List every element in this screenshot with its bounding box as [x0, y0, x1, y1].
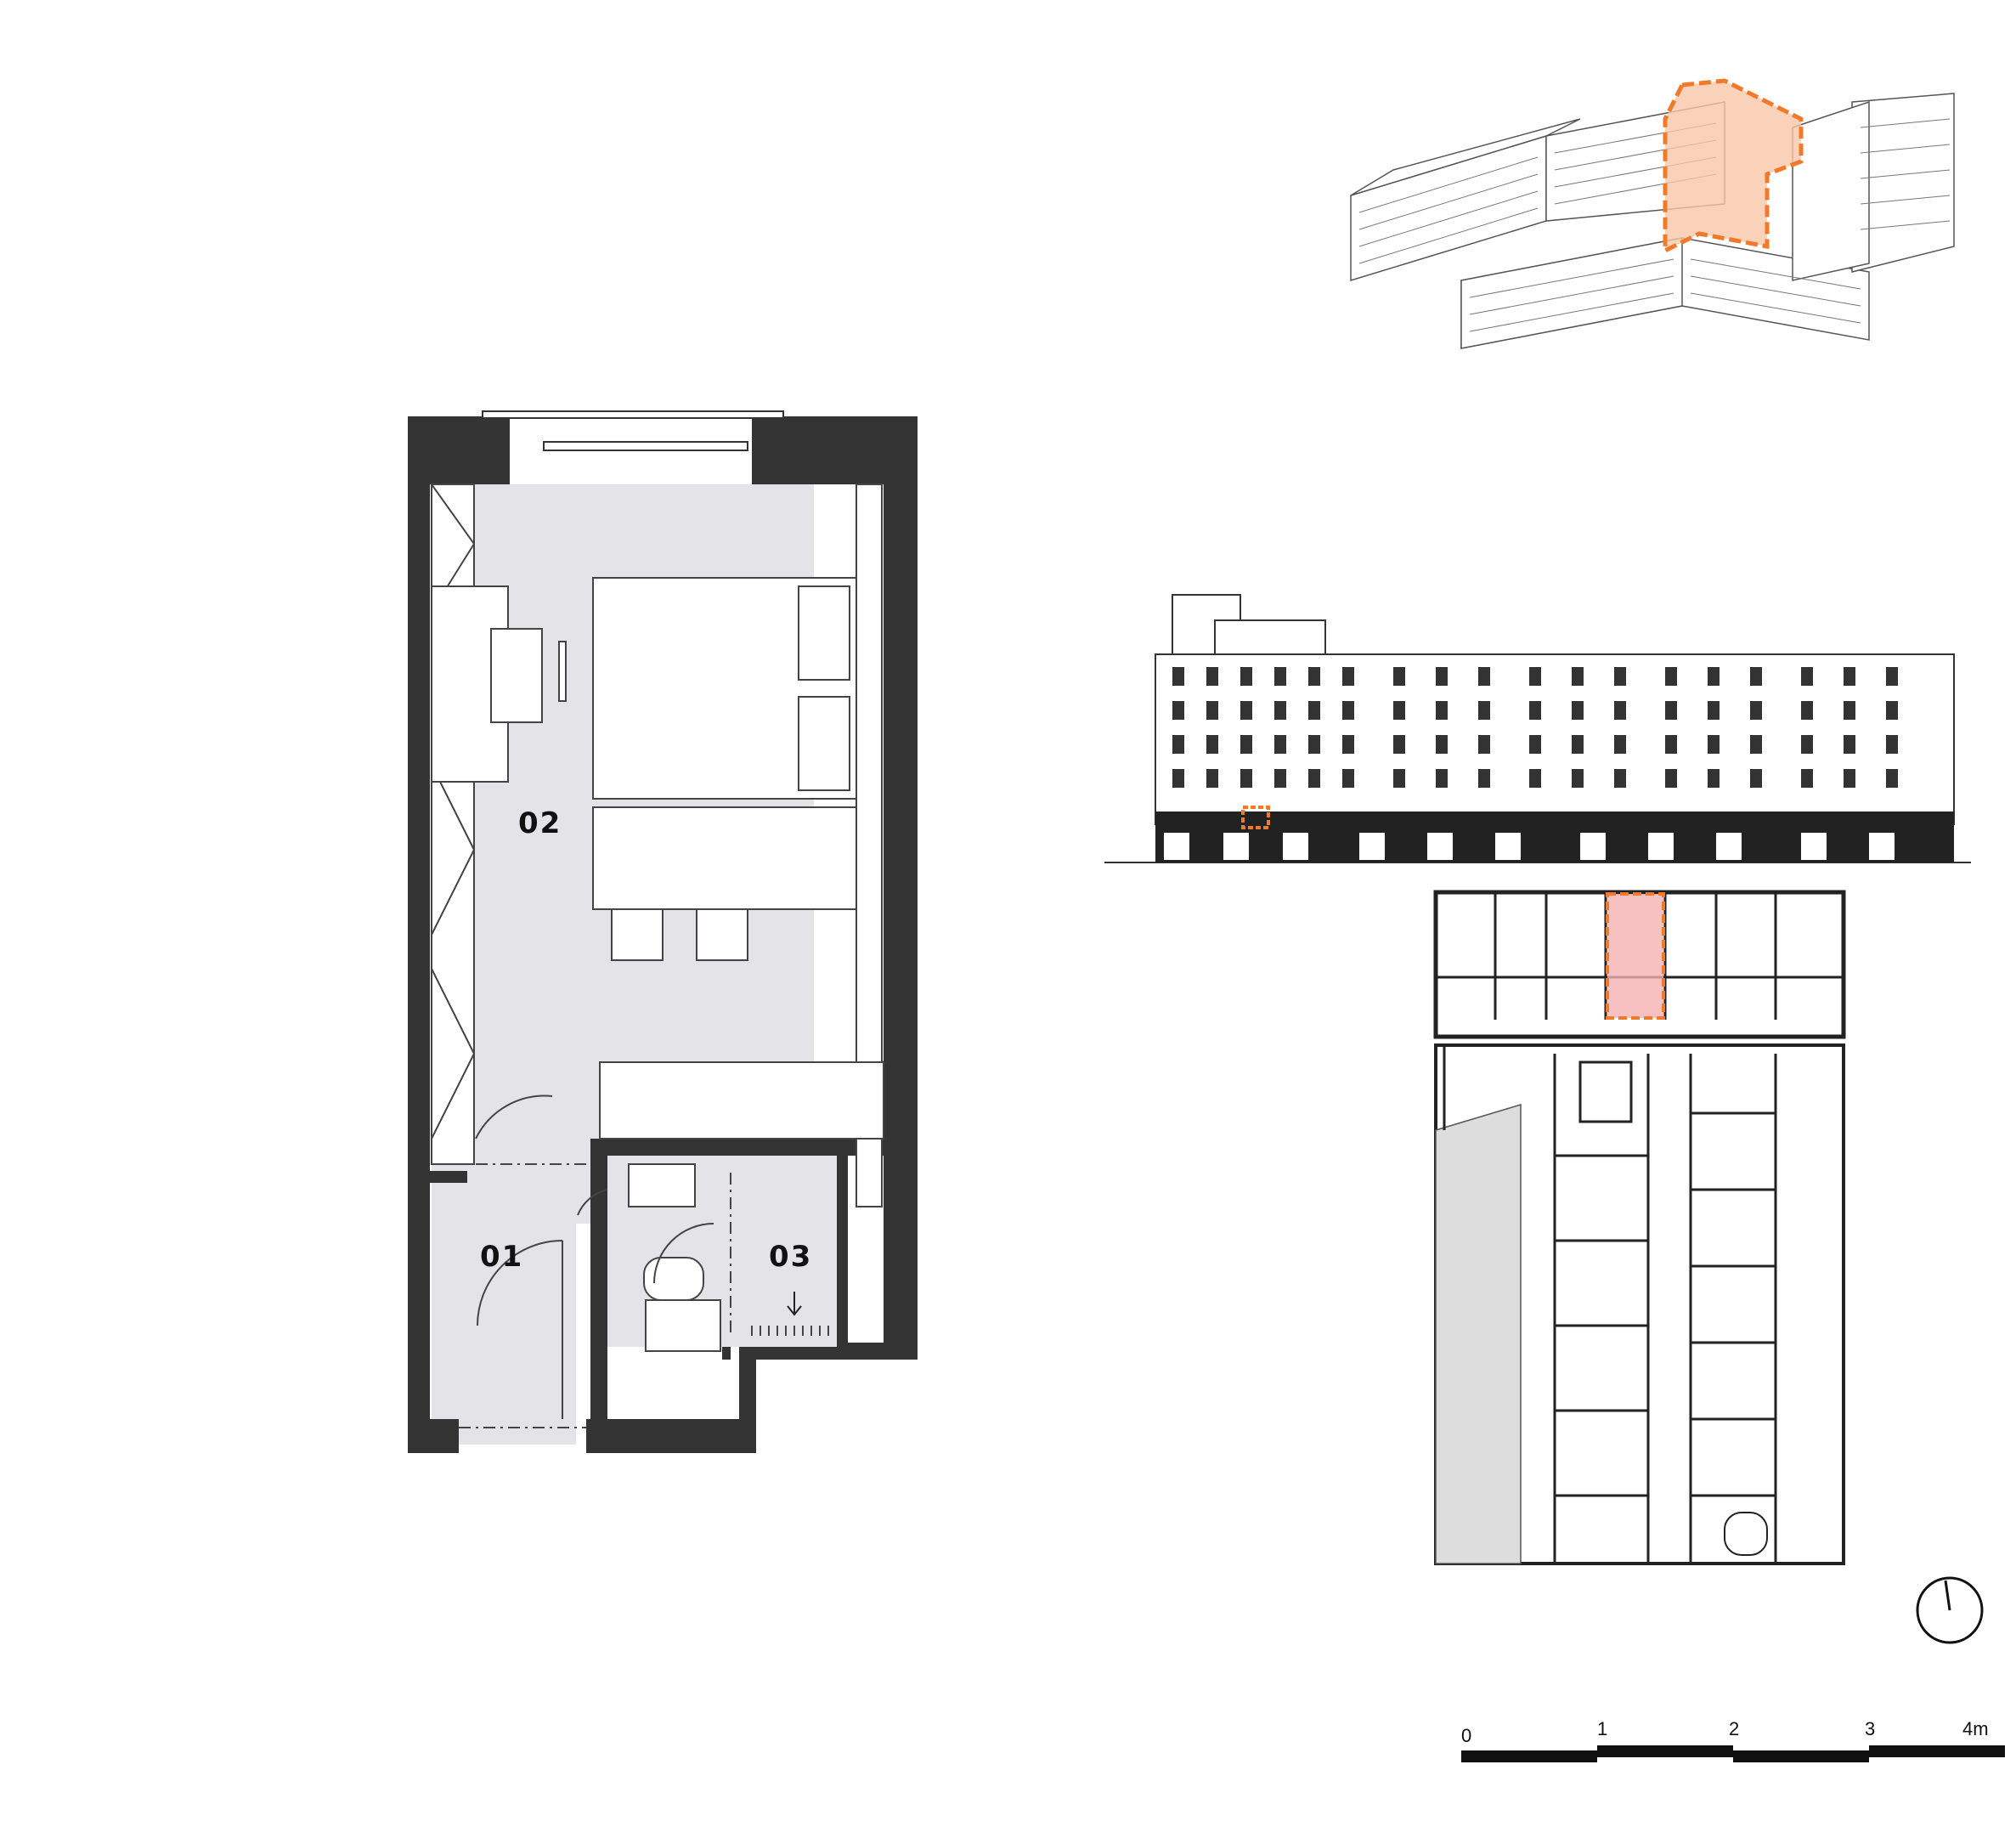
scale-tick-0: 0	[1461, 1725, 1471, 1746]
room-label-entry: 01	[480, 1240, 523, 1274]
hatched-area	[1435, 1103, 1522, 1564]
walls	[408, 416, 918, 1453]
scale-tick-1: 1	[1597, 1718, 1607, 1739]
unit-floor-plan: 01 02 03	[408, 410, 918, 1453]
building-elevation	[1104, 594, 1971, 863]
room-label-bath: 03	[769, 1240, 812, 1274]
room-label-living: 02	[518, 806, 562, 840]
building-axonometric	[1350, 78, 1955, 349]
shower-drain	[751, 1326, 829, 1336]
scale-tick-3: 3	[1865, 1718, 1875, 1739]
north-arrow-icon	[1916, 1576, 1984, 1644]
down-arrow-icon	[787, 1292, 802, 1316]
scale-bar: 0 1 2 3 4m	[1461, 1718, 2005, 1762]
scale-tick-2: 2	[1729, 1718, 1739, 1739]
desk	[431, 585, 509, 783]
toilet	[645, 1299, 721, 1352]
ground-floor	[1155, 812, 1954, 862]
sink	[628, 1163, 696, 1207]
typical-floor-plan	[1433, 890, 1846, 1565]
door-swings	[475, 1094, 714, 1419]
table	[592, 806, 857, 910]
chair	[611, 908, 664, 961]
highlighted-block	[1663, 78, 1804, 255]
chair	[696, 908, 748, 961]
highlighted-unit-marker	[1241, 806, 1270, 829]
highlighted-unit	[1606, 892, 1665, 1020]
kitchen-counter	[599, 1061, 884, 1140]
scale-tick-4: 4m	[1962, 1718, 1989, 1739]
